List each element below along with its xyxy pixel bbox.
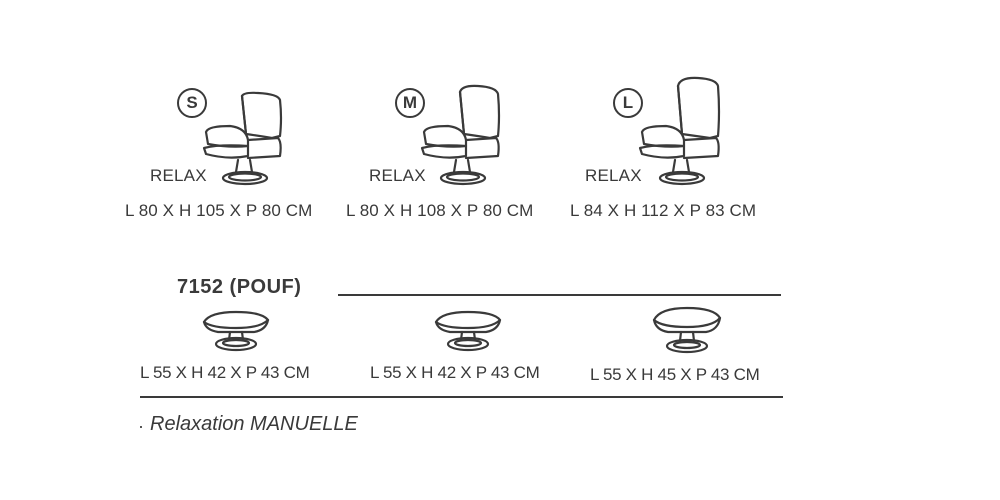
size-badge-l: L [613,88,643,118]
pouf-title: 7152 (POUF) [177,276,302,298]
pouf-bottom-rule [140,396,783,398]
pouf-1-dimensions: L 55 X H 42 X P 43 CM [140,363,310,382]
pouf-3-dimensions: L 55 X H 45 X P 43 CM [590,365,760,384]
relax-label-m: RELAX [369,166,426,185]
armchair-s-dimensions: L 80 X H 105 X P 80 CM [125,201,313,220]
armchair-m-icon [420,84,501,186]
armchair-s-icon [202,91,283,186]
armchair-l-dimensions: L 84 X H 112 X P 83 CM [570,201,757,220]
armchair-l-icon [638,76,721,186]
pouf-2-icon [434,310,502,352]
pouf-3-icon [652,306,722,354]
size-badge-s: S [177,88,207,118]
pouf-title-rule [338,294,781,296]
relax-label-s: RELAX [150,166,207,185]
armchair-m-dimensions: L 80 X H 108 X P 80 CM [346,201,534,220]
relaxation-note: Relaxation MANUELLE [150,413,358,435]
pouf-2-dimensions: L 55 X H 42 X P 43 CM [370,363,540,382]
size-badge-m: M [395,88,425,118]
pouf-1-icon [202,310,270,352]
relax-label-l: RELAX [585,166,642,185]
note-bullet: · [138,416,144,436]
